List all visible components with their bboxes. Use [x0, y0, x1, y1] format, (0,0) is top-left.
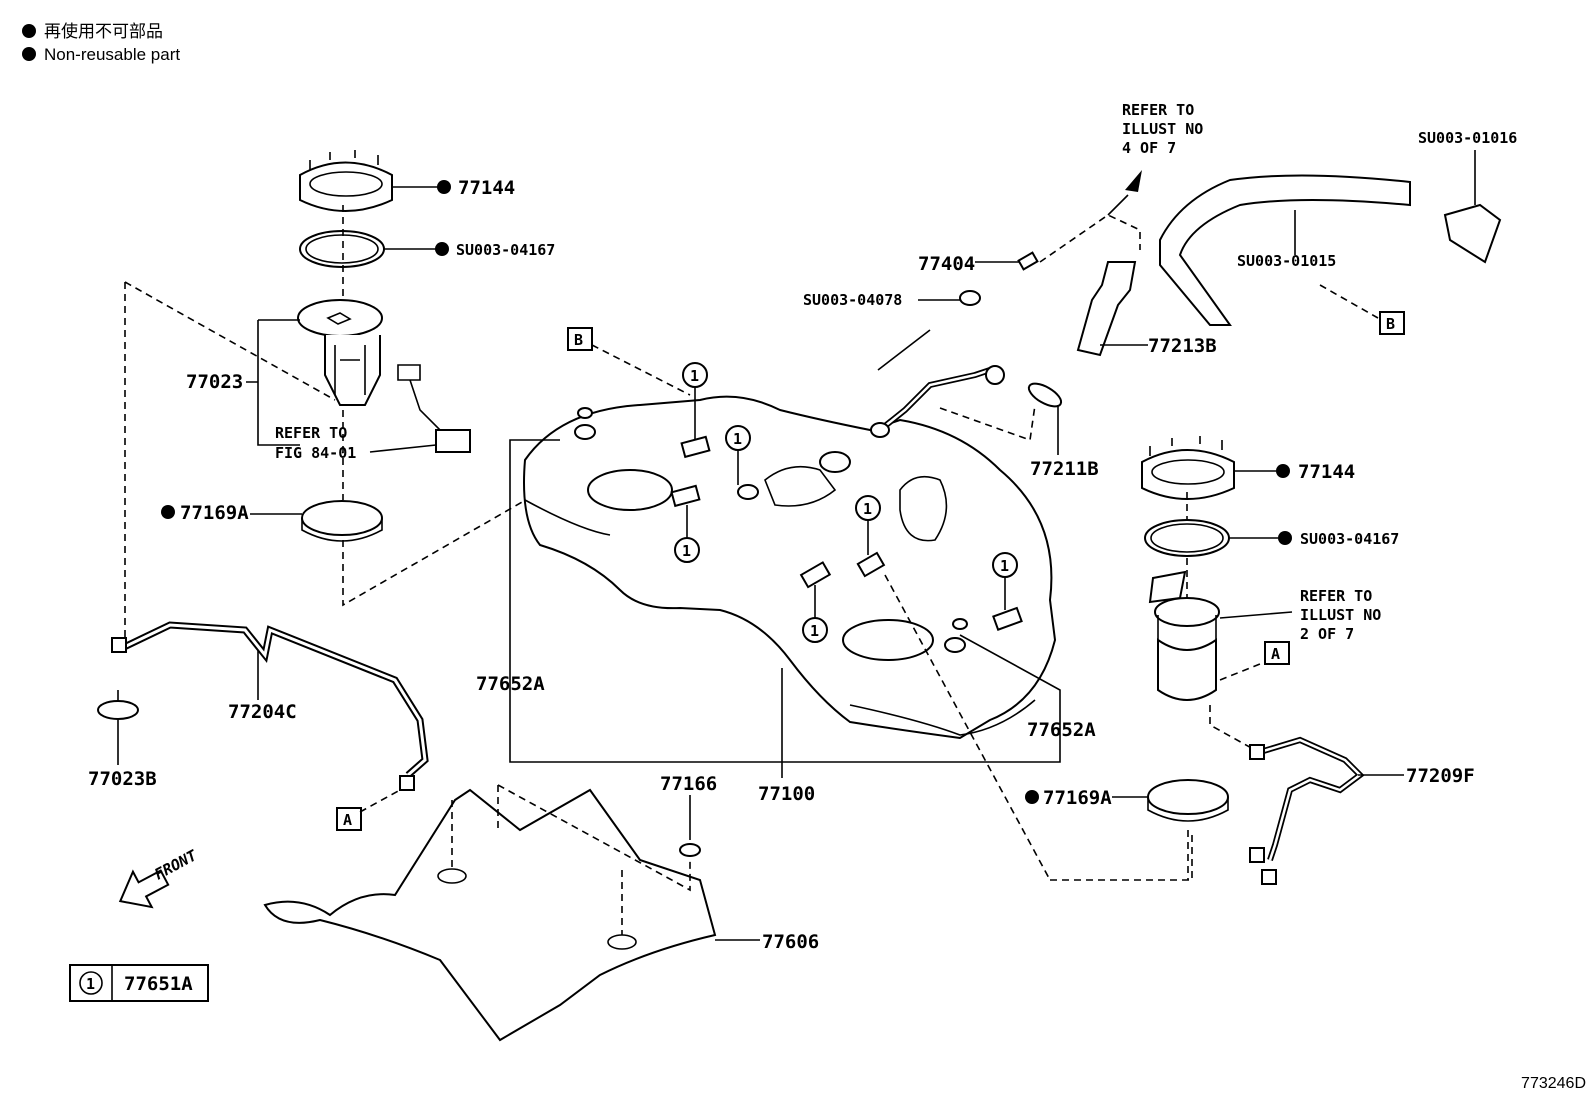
refer-illust4-line2: ILLUST NO [1122, 120, 1203, 138]
part-label-77169a-left: 77169A [180, 502, 249, 524]
part-label-77606: 77606 [762, 931, 819, 953]
part-label-77144-top: 77144 [458, 177, 515, 199]
legend-english: Non-reusable part [22, 45, 180, 65]
part-label-77100: 77100 [758, 783, 815, 805]
filler-hose-77213b [1076, 261, 1137, 357]
circle-1-markers: 1 1 1 1 1 1 [674, 362, 1018, 643]
refer-illust4-line3: 4 OF 7 [1122, 139, 1176, 157]
retainer-ring-left [299, 150, 393, 212]
circle-1-label: 1 [690, 367, 699, 385]
non-reusable-dot-icon [435, 242, 449, 256]
part-label-su003-04167-right: SU003-04167 [1300, 530, 1399, 548]
part-label-77023: 77023 [186, 371, 243, 393]
circle-1-label: 1 [1000, 557, 1009, 575]
key-circle-label: 1 [86, 975, 95, 993]
refer-arrow-icon [1125, 170, 1142, 192]
refer-illust2-line3: 2 OF 7 [1300, 625, 1354, 643]
circle-1-label: 1 [682, 542, 691, 560]
non-reusable-dot-icon [1276, 464, 1290, 478]
refer-illust2-line2: ILLUST NO [1300, 606, 1381, 624]
clip-77166 [679, 843, 701, 857]
gasket-left [299, 230, 385, 268]
part-label-77211b: 77211B [1030, 458, 1099, 480]
non-reusable-dot-icon [22, 47, 36, 61]
fuel-tube-77204c [111, 621, 429, 791]
drawing-number: 773246D [1521, 1075, 1586, 1092]
part-label-su003-04078: SU003-04078 [803, 291, 902, 309]
part-label-77652a-right: 77652A [1027, 719, 1096, 741]
refer-fig-line1: REFER TO [275, 424, 347, 442]
refer-fig-line2: FIG 84-01 [275, 444, 356, 462]
tank-pads [670, 435, 1023, 631]
filler-pipe-su003-01015 [1159, 174, 1411, 326]
refer-illust2-line1: REFER TO [1300, 587, 1372, 605]
front-direction-arrow-icon [118, 869, 170, 909]
part-label-77213b: 77213B [1148, 335, 1217, 357]
part-label-77204c: 77204C [228, 701, 297, 723]
front-label: FRONT [151, 846, 200, 884]
circle-1-label: 1 [863, 500, 872, 518]
retainer-ring-right [1141, 436, 1235, 500]
fuel-tank-77100 [523, 395, 1057, 740]
connector-marker-b-right: B [1386, 315, 1395, 333]
legend-japanese-text: 再使用不可部品 [44, 22, 163, 41]
non-reusable-dot-icon [1025, 790, 1039, 804]
part-label-su003-01015: SU003-01015 [1237, 252, 1336, 270]
seal-ring-right [1147, 779, 1229, 822]
non-reusable-dot-icon [161, 505, 175, 519]
circle-1-label: 1 [810, 622, 819, 640]
part-label-77169a-right: 77169A [1043, 787, 1112, 809]
fuel-pump-assembly-left [297, 299, 471, 453]
seal-ring-left [301, 500, 383, 542]
circle-1-label: 1 [733, 430, 742, 448]
part-label-77404: 77404 [918, 253, 975, 275]
non-reusable-dot-icon [22, 24, 36, 38]
non-reusable-dot-icon [437, 180, 451, 194]
vent-tube [870, 329, 1005, 438]
part-label-77144-right: 77144 [1298, 461, 1355, 483]
non-reusable-dot-icon [1278, 531, 1292, 545]
connector-marker-b-tank: B [574, 331, 583, 349]
refer-illust4-line1: REFER TO [1122, 101, 1194, 119]
part-label-77209f: 77209F [1406, 765, 1475, 787]
fuel-filter-assembly-right [1148, 570, 1220, 701]
part-label-su003-04167-top: SU003-04167 [456, 241, 555, 259]
connector-marker-a-right: A [1271, 645, 1280, 663]
part-label-su003-01016: SU003-01016 [1418, 129, 1517, 147]
gasket-right [1144, 519, 1230, 557]
filler-cap-su003-01016 [1443, 203, 1502, 264]
legend-english-text: Non-reusable part [44, 45, 181, 64]
grommet-77023b [97, 690, 139, 720]
part-label-77023b: 77023B [88, 768, 157, 790]
parts-key-box [69, 964, 209, 1002]
heat-shield-77606 [263, 788, 717, 1042]
legend-japanese: 再使用不可部品 [22, 22, 163, 42]
fuel-tube-77209f [1249, 736, 1365, 885]
connector-marker-a-left: A [343, 811, 352, 829]
part-label-77652a-left: 77652A [476, 673, 545, 695]
hose-clamp-77211b [1027, 382, 1063, 408]
part-label-77166: 77166 [660, 773, 717, 795]
key-part-label-77651a: 77651A [124, 973, 193, 995]
